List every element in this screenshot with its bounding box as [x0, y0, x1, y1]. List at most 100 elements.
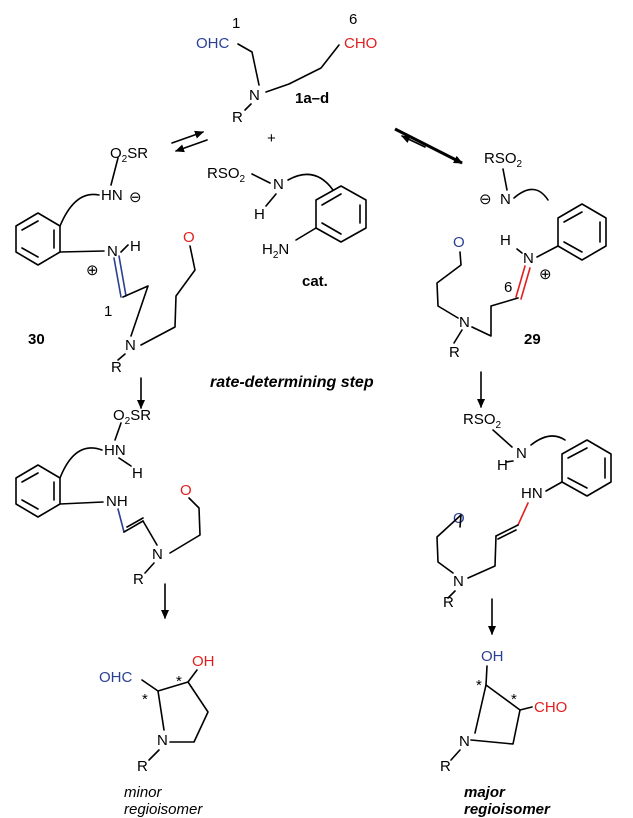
enamine-bond [517, 502, 529, 526]
chain-bonds [169, 497, 201, 554]
left-aldehyde: OHC [196, 35, 230, 52]
linker-arc [59, 193, 100, 227]
catalyst: RSO2 N H H2N cat. [207, 165, 367, 290]
bond [251, 173, 271, 184]
r-group: R [440, 758, 451, 775]
sulfonamide-n: N [516, 445, 527, 462]
r-group: R [443, 594, 454, 611]
iminium-n: N [523, 250, 534, 267]
equilibrium-arrows-left [171, 130, 208, 153]
r-group: R [449, 344, 460, 361]
aldehyde-group: OHC [99, 669, 133, 686]
sulfonamide-h: H [497, 457, 508, 474]
sulfonyl-o: O2SR [113, 407, 151, 427]
bond [187, 669, 198, 683]
bond [142, 520, 158, 546]
stereocenter-star: * [176, 673, 182, 690]
hydroxyl-group: OH [481, 648, 504, 665]
chain-bonds [467, 535, 497, 579]
bond [118, 457, 132, 467]
bond [122, 285, 149, 337]
atom-6-label: 6 [504, 279, 512, 296]
ring-n: N [459, 733, 470, 750]
r-group: R [232, 109, 243, 126]
cation-charge: ⊕ [539, 266, 552, 283]
compound-1a-d-label: 1a–d [295, 90, 329, 107]
bond [59, 501, 104, 505]
major-caption: major [464, 784, 506, 801]
hydroxyl-group: OH [192, 653, 215, 670]
catalyst-label: cat. [302, 273, 328, 290]
sulfonyl-group: RSO2 [207, 165, 246, 185]
bond [237, 43, 260, 86]
rate-determining-step-label: rate-determining step [210, 374, 374, 391]
bond [295, 227, 317, 241]
compound-30-label: 30 [28, 331, 45, 348]
major-caption-line2: regioisomer [464, 801, 551, 818]
aromatic-bonds [21, 220, 55, 258]
iminium-h: H [500, 232, 511, 249]
bond [110, 157, 119, 186]
aromatic-bonds [321, 193, 361, 235]
sulfonamide-h: H [132, 465, 143, 482]
forward-arrow [171, 130, 204, 144]
aniline-nh: NH [106, 493, 128, 510]
aldehyde-o: O [183, 229, 195, 246]
aldehyde-o: O [180, 482, 192, 499]
bond [536, 245, 559, 258]
equilibrium-arrows-right [394, 127, 463, 165]
compound-29-label: 29 [524, 331, 541, 348]
bond [114, 422, 122, 441]
bond [244, 103, 252, 111]
chain-bonds [140, 245, 196, 346]
anion-charge: ⊖ [479, 191, 492, 208]
amino-group: H2N [262, 241, 289, 261]
bond [453, 329, 463, 344]
bond [485, 665, 488, 686]
r-group: R [133, 571, 144, 588]
sulfonyl-o: O2SR [110, 145, 148, 165]
stereocenter-star: * [511, 691, 517, 708]
iminium-n: N [107, 243, 118, 260]
product-minor: OHC OH * * N R minor regioisomer [99, 653, 215, 818]
plus-sign: + [267, 130, 276, 147]
amine-n: N [459, 314, 470, 331]
stereocenter-star: * [476, 677, 482, 694]
sulfonyl-group: RSO2 [463, 411, 502, 431]
bond [505, 460, 514, 463]
enamine-double-bond [123, 517, 144, 533]
r-group: R [111, 359, 122, 376]
amine-n: N [125, 337, 136, 354]
reverse-arrow [401, 135, 426, 148]
enamine-bond [117, 508, 125, 533]
bond [265, 44, 340, 93]
bond [545, 481, 563, 492]
bond [59, 250, 105, 253]
intermediate-29: RSO2 ⊖ N H N ⊕ O 6 N R 29 [436, 150, 607, 361]
stereocenter-star: * [142, 691, 148, 708]
bond [450, 749, 461, 761]
atom-1-label: 1 [232, 15, 240, 32]
enamine-right: RSO2 N H HN O N R [436, 411, 612, 611]
chain-bonds [471, 297, 519, 337]
r-group: R [137, 758, 148, 775]
atom-6-label: 6 [349, 11, 357, 28]
amine-n: N [453, 573, 464, 590]
aromatic-bonds [563, 211, 601, 253]
sulfonamide-hn: HN [104, 442, 126, 459]
chain-bonds [436, 514, 462, 574]
aniline-hn: HN [521, 485, 543, 502]
aromatic-bonds [21, 472, 55, 510]
anion-charge: ⊖ [129, 189, 142, 206]
pyrrolidine-bonds [141, 679, 209, 743]
enamine-double-bond [495, 524, 519, 540]
aldehyde-o: O [453, 510, 465, 527]
minor-caption-line2: regioisomer [124, 801, 203, 818]
linker-arc [513, 188, 549, 201]
intermediate-30: O2SR HN ⊖ N H ⊕ 1 O N R 30 [15, 145, 196, 376]
bond [120, 244, 129, 253]
bond [157, 690, 165, 731]
linker-arc [59, 447, 103, 479]
atom-1-label: 1 [104, 303, 112, 320]
